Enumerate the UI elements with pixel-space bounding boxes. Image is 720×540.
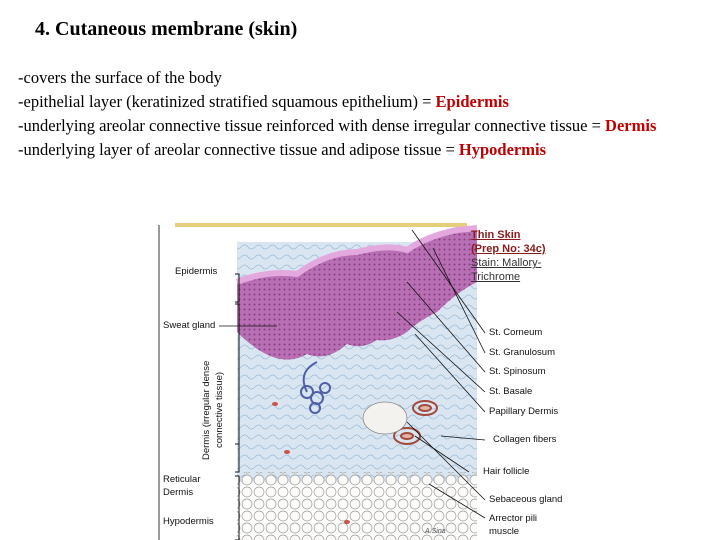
label-hypodermis: Hypodermis — [163, 516, 214, 527]
artist-signature: A.Sina — [425, 528, 446, 535]
term-hypodermis: Hypodermis — [458, 140, 547, 159]
line-hypodermis: -underlying layer of areolar connective … — [18, 140, 547, 159]
label-st-corneum: St. Corneum — [489, 327, 543, 338]
caption-title: Thin Skin — [471, 229, 521, 241]
caption-prep: (Prep No: 34c) — [471, 243, 546, 255]
label-hair-follicle: Hair follicle — [483, 466, 530, 477]
label-st-granulosum: St. Granulosum — [489, 347, 555, 358]
label-st-basale: St. Basale — [489, 386, 533, 397]
label-epidermis: Epidermis — [175, 266, 218, 277]
line-dermis: -underlying areolar connective tissue re… — [18, 116, 657, 135]
label-sweat-gland: Sweat gland — [163, 320, 216, 331]
line-covers: -covers the surface of the body — [18, 68, 222, 87]
term-epidermis: Epidermis — [435, 92, 509, 111]
label-reticular-2: Dermis — [163, 487, 194, 498]
slide-title: 4. Cutaneous membrane (skin) — [35, 18, 298, 40]
label-arrector-pili-2: muscle — [489, 526, 520, 537]
label-st-spinosum: St. Spinosum — [489, 366, 546, 377]
label-dermis-2: connective tissue) — [214, 371, 225, 448]
caption-stain: Stain: Mallory- — [471, 257, 542, 269]
caption-stain-2: Trichrome — [471, 271, 521, 283]
body-text: -covers the surface of the body -epithel… — [18, 66, 708, 162]
label-dermis: Dermis (irregular dense — [201, 360, 212, 460]
label-arrector-pili: Arrector pili — [489, 513, 538, 524]
figure-caption: Thin Skin (Prep No: 34c) Stain: Mallory-… — [471, 228, 577, 284]
skin-illustration — [157, 222, 577, 540]
line-epidermis: -epithelial layer (keratinized stratifie… — [18, 92, 509, 111]
label-reticular: Reticular — [163, 474, 201, 485]
label-papillary-dermis: Papillary Dermis — [489, 406, 559, 417]
term-dermis: Dermis — [605, 116, 657, 135]
label-sebaceous-gland: Sebaceous gland — [489, 494, 563, 505]
skin-histology-figure: Thin Skin (Prep No: 34c) Stain: Mallory-… — [157, 222, 577, 540]
label-collagen-fibers: Collagen fibers — [493, 434, 557, 445]
